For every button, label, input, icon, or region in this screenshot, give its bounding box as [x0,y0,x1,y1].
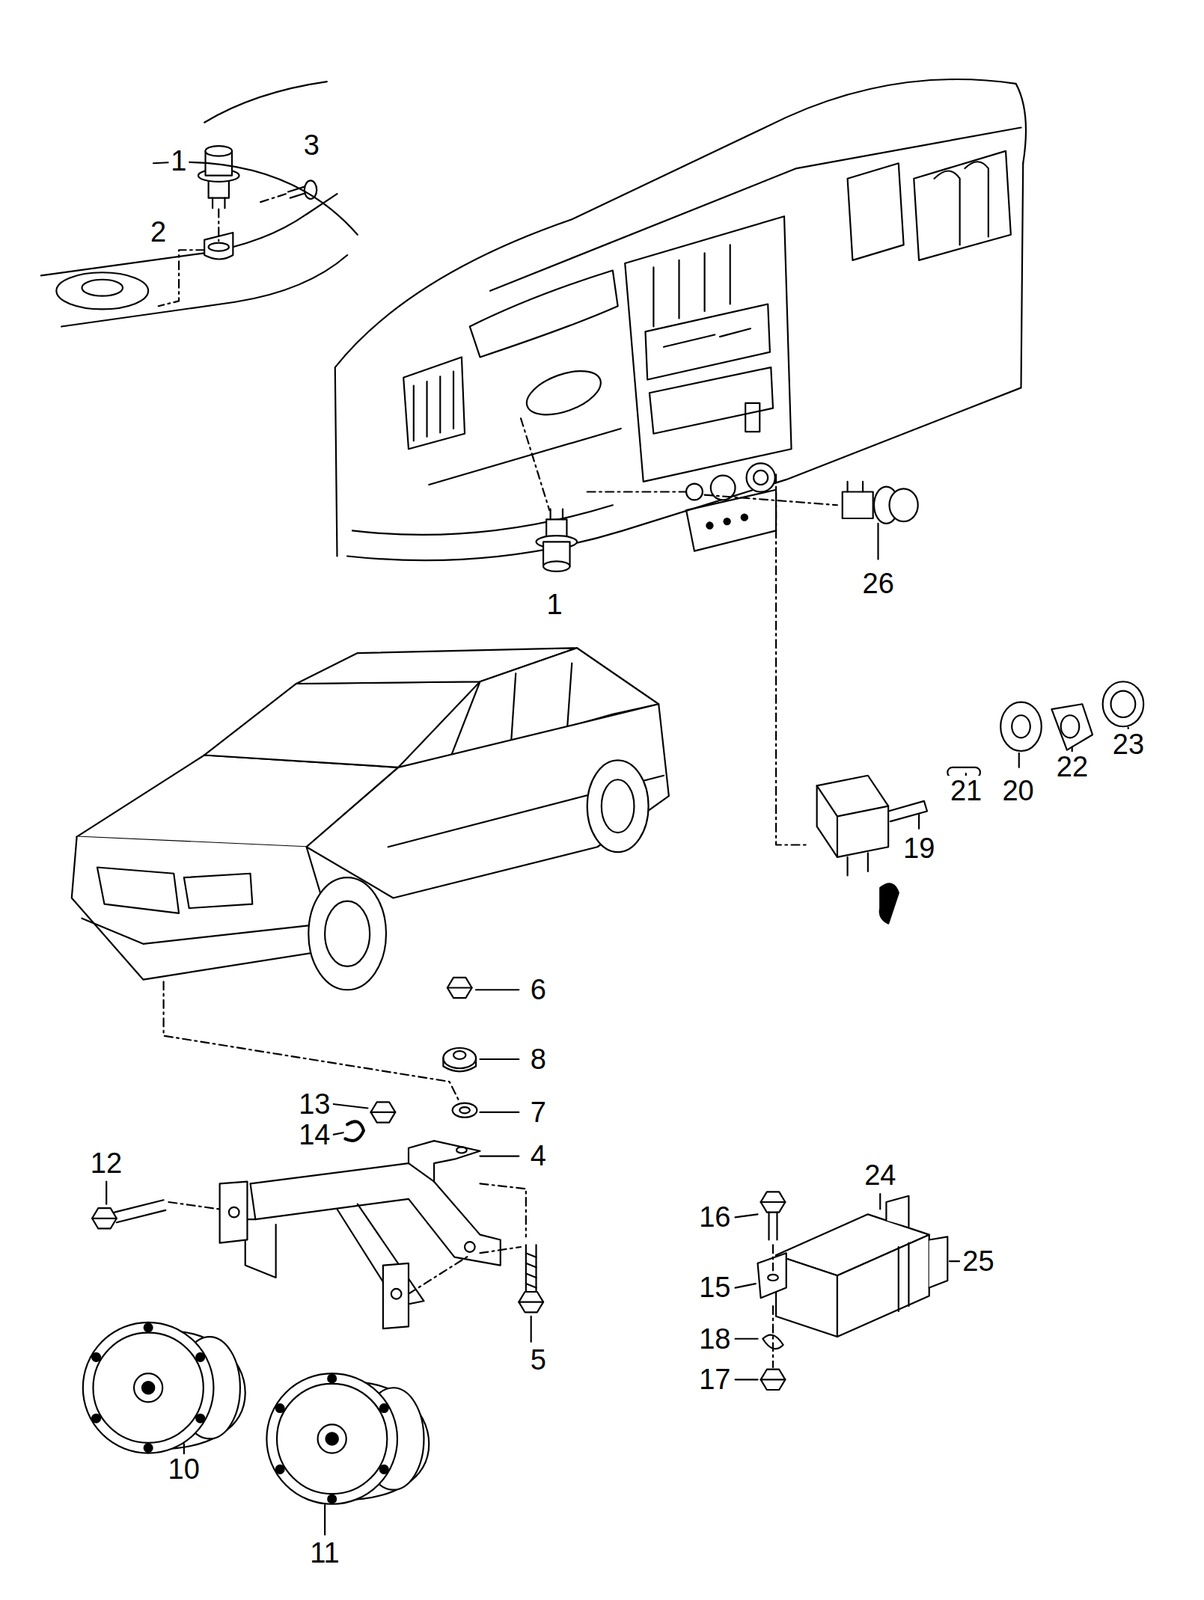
callout-number: 16 [696,1202,733,1234]
callout-number: 15 [696,1272,733,1305]
callout-number: 17 [696,1364,733,1397]
callout-number: 23 [1110,729,1147,762]
callout-number: 1 [544,589,565,622]
callout-number: 6 [528,975,549,1007]
callout-number: 2 [148,217,169,249]
callout-number: 7 [528,1097,549,1130]
callout-number: 20 [999,775,1036,808]
callout-number: 12 [88,1148,125,1181]
callout-number: 21 [948,775,985,808]
callout-number: 13 [296,1089,333,1121]
callout-number: 25 [960,1246,996,1279]
callout-number: 14 [296,1120,333,1152]
callout-number: 3 [301,130,322,162]
callout-number: 19 [900,834,937,866]
callout-number: 4 [528,1141,549,1173]
callout-number: 8 [528,1044,549,1077]
callout-number: 24 [862,1160,898,1193]
callout-number: 11 [307,1538,342,1570]
callout-number: 26 [860,568,897,601]
callout-number: 5 [528,1345,549,1377]
callout-number: 10 [166,1454,203,1487]
callout-number: 22 [1054,752,1091,784]
callout-number: 18 [696,1324,733,1356]
callout-number: 1 [168,145,189,178]
